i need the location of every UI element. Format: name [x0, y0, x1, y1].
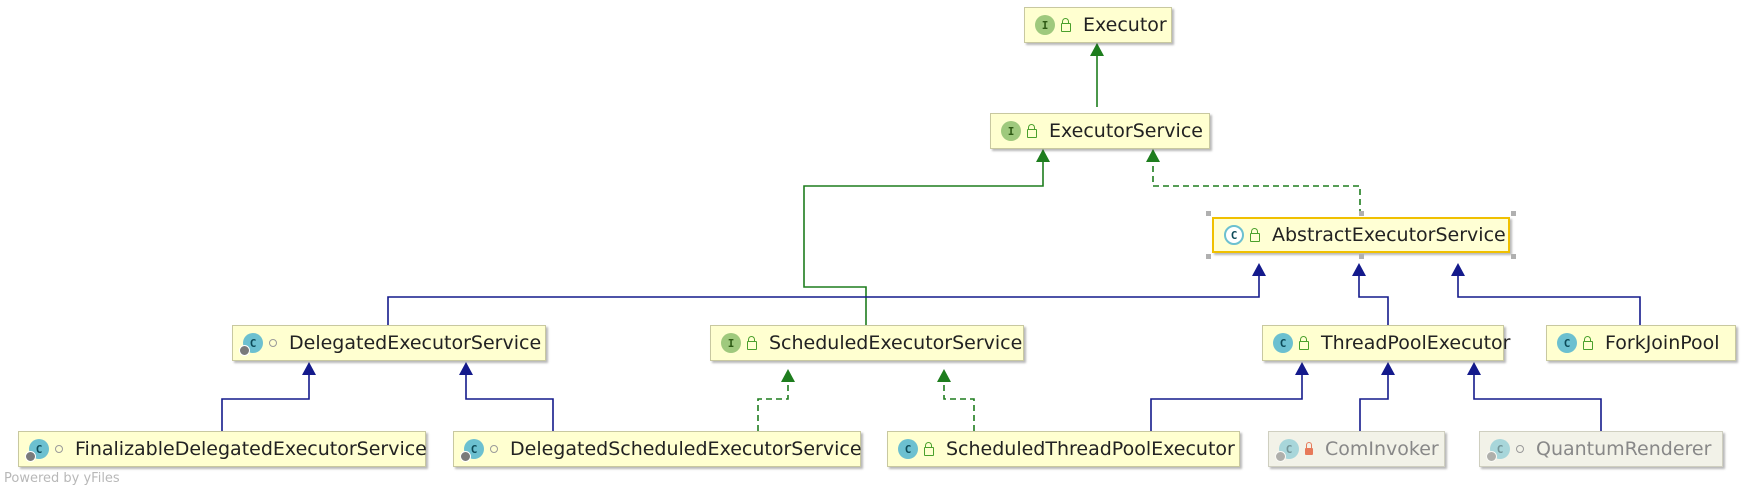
class-icon: C [898, 439, 918, 459]
selection-handle-2[interactable] [1511, 211, 1516, 216]
edge-arrowhead-4 [1352, 263, 1366, 276]
class-node-abstract-executor-service[interactable]: C AbstractExecutorService [1212, 217, 1510, 253]
class-node-com-invoker[interactable]: C ComInvoker [1268, 431, 1445, 467]
class-icon: C [239, 333, 263, 356]
edge-line-6 [221, 375, 310, 431]
public-lock-icon [1250, 227, 1260, 242]
package-private-icon [1516, 445, 1524, 453]
public-lock-icon [1583, 335, 1593, 350]
class-node-label: DelegatedScheduledExecutorService [510, 438, 862, 460]
edge-arrowhead-2 [1146, 149, 1160, 162]
class-icon: C [25, 439, 49, 462]
edge-line-4 [1358, 276, 1389, 325]
static-pin-icon [1275, 451, 1286, 462]
edge-arrowhead-9 [937, 369, 951, 382]
class-node-delegated-scheduled-executor-service[interactable]: C DelegatedScheduledExecutorService [453, 431, 862, 467]
edge-arrowhead-12 [1467, 362, 1481, 375]
selection-handle-5[interactable] [1511, 254, 1516, 259]
class-node-label: AbstractExecutorService [1272, 224, 1506, 246]
class-node-label: ScheduledExecutorService [769, 332, 1023, 354]
class-node-finalizable-delegated-executor-service[interactable]: C FinalizableDelegatedExecutorService [18, 431, 427, 467]
edge-line-1 [803, 162, 1044, 325]
abstract-class-icon: C [1224, 225, 1244, 245]
class-node-label: QuantumRenderer [1536, 438, 1712, 460]
static-pin-icon [460, 451, 471, 462]
edge-arrowhead-0 [1090, 43, 1104, 56]
edge-line-2 [1152, 162, 1361, 215]
class-icon: C [1273, 333, 1293, 353]
edge-line-11 [1359, 375, 1389, 431]
interface-icon: I [721, 333, 741, 353]
edge-line-8 [757, 382, 789, 431]
powered-by-footer: Powered by yFiles [4, 471, 120, 486]
static-pin-icon [239, 345, 250, 356]
package-private-icon [55, 445, 63, 453]
edge-arrowhead-10 [1295, 362, 1309, 375]
public-lock-icon [1299, 335, 1309, 350]
edge-arrowhead-6 [302, 362, 316, 375]
class-node-label: ExecutorService [1049, 120, 1203, 142]
static-pin-icon [1486, 451, 1497, 462]
interface-icon: I [1035, 15, 1055, 35]
class-node-executor-service[interactable]: I ExecutorService [990, 113, 1210, 149]
static-pin-icon [25, 451, 36, 462]
package-private-icon [490, 445, 498, 453]
package-private-icon [269, 339, 277, 347]
class-icon: C [1486, 439, 1510, 462]
interface-icon: I [1001, 121, 1021, 141]
class-node-label: FinalizableDelegatedExecutorService [75, 438, 427, 460]
selection-handle-4[interactable] [1358, 254, 1364, 259]
class-icon: C [1557, 333, 1577, 353]
edge-line-12 [1473, 375, 1602, 431]
public-lock-icon [1061, 17, 1071, 32]
class-node-quantum-renderer[interactable]: C QuantumRenderer [1479, 431, 1723, 467]
class-node-scheduled-executor-service[interactable]: I ScheduledExecutorService [710, 325, 1024, 361]
edge-arrowhead-11 [1381, 362, 1395, 375]
private-lock-icon [1305, 441, 1313, 455]
class-node-executor[interactable]: I Executor [1024, 7, 1172, 43]
class-node-delegated-executor-service[interactable]: C DelegatedExecutorService [232, 325, 546, 361]
public-lock-icon [1027, 123, 1037, 138]
edge-line-5 [1457, 276, 1641, 325]
public-lock-icon [747, 335, 757, 350]
class-icon: C [1275, 439, 1299, 462]
edge-line-3 [387, 276, 1260, 325]
edge-arrowhead-3 [1252, 263, 1266, 276]
class-icon: C [460, 439, 484, 462]
edge-arrowhead-1 [1036, 149, 1050, 162]
edge-line-7 [465, 375, 554, 431]
public-lock-icon [924, 441, 934, 456]
class-node-label: ThreadPoolExecutor [1321, 332, 1511, 354]
class-node-scheduled-thread-pool-executor[interactable]: C ScheduledThreadPoolExecutor [887, 431, 1240, 467]
selection-handle-1[interactable] [1358, 211, 1364, 216]
class-node-label: ScheduledThreadPoolExecutor [946, 438, 1235, 460]
class-node-thread-pool-executor[interactable]: C ThreadPoolExecutor [1262, 325, 1510, 361]
edge-line-10 [1150, 375, 1303, 431]
edge-arrowhead-7 [459, 362, 473, 375]
class-node-fork-join-pool[interactable]: C ForkJoinPool [1546, 325, 1736, 361]
class-node-label: ForkJoinPool [1605, 332, 1720, 354]
selection-handle-3[interactable] [1206, 254, 1211, 259]
edge-line-9 [943, 382, 975, 431]
class-node-label: ComInvoker [1325, 438, 1439, 460]
edge-arrowhead-5 [1451, 263, 1465, 276]
class-node-label: Executor [1083, 14, 1167, 36]
selection-handle-0[interactable] [1206, 211, 1211, 216]
edge-arrowhead-8 [781, 369, 795, 382]
class-node-label: DelegatedExecutorService [289, 332, 542, 354]
